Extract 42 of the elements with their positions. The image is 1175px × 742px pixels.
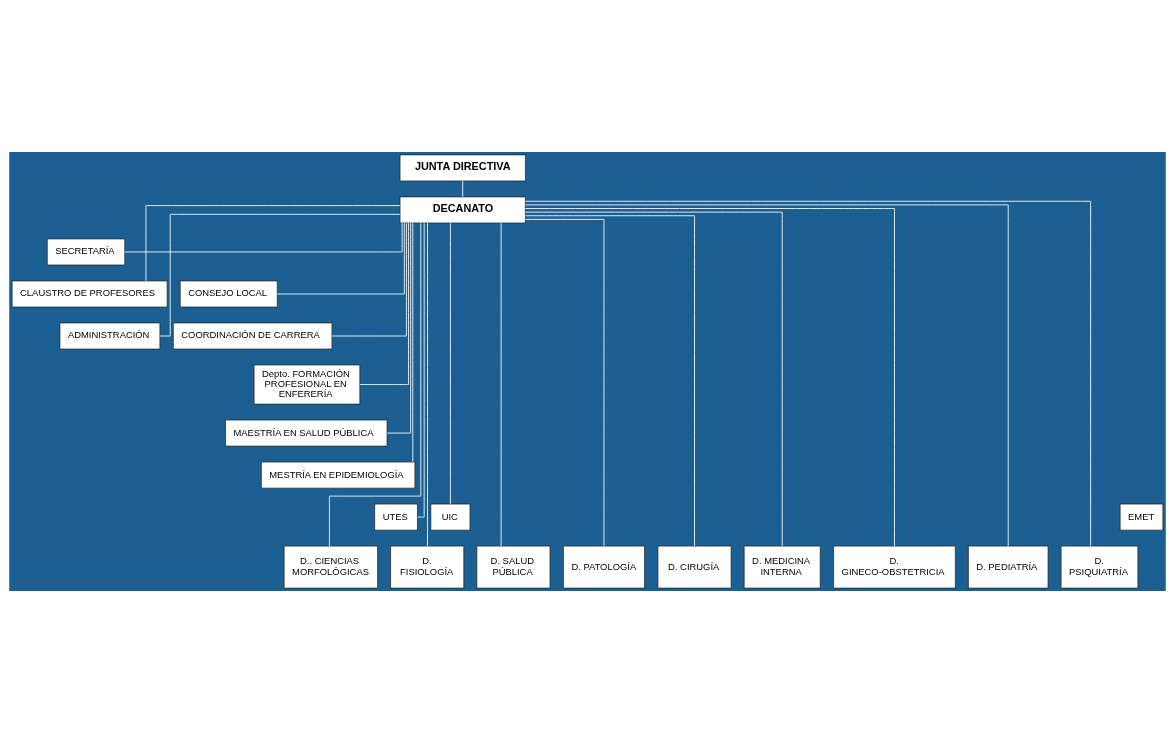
node-box: D. GINECO-OBSTETRICIA (833, 545, 956, 588)
node-box: UIC (430, 503, 471, 530)
node-box: JUNTA DIRECTIVA (399, 154, 526, 181)
connector (525, 207, 895, 546)
connector (331, 222, 407, 336)
node-box: D. CIRUGÍA (657, 545, 732, 588)
connector (525, 200, 1092, 546)
connector (159, 213, 401, 336)
connector (417, 222, 425, 518)
node-box: D. FISIOLOGÍA (390, 545, 465, 588)
connector (525, 214, 695, 546)
connector (525, 211, 783, 546)
connector (359, 222, 409, 385)
connector (145, 204, 401, 281)
node-box: D. PATOLOGÍA (563, 545, 645, 588)
node-box: CONSEJO LOCAL (179, 280, 278, 307)
connector (500, 222, 502, 546)
node-box: D. PSIQUIATRÍA (1060, 545, 1139, 588)
node-box: MAESTRÍA EN SALUD PÚBLICA (225, 419, 388, 446)
connector (449, 222, 451, 504)
connector (525, 218, 605, 546)
connector (412, 222, 414, 462)
node-box: CLAUSTRO DE PROFESORES (11, 280, 168, 307)
connector (124, 222, 403, 252)
node-box: D.. CIENCIAS MORFOLÓGICAS (283, 545, 378, 588)
connector (329, 222, 422, 546)
node-box: MESTRÍA EN EPIDEMIOLOGÍA (260, 461, 416, 488)
node-box: UTES (374, 503, 418, 530)
node-box: Depto. FORMACIÓN PROFESIONAL EN ENFERERÍA (253, 364, 361, 404)
connector (276, 222, 405, 294)
node-box: SECRETARÍA (46, 238, 126, 265)
node-box: COORDINACIÓN DE CARRERA (172, 322, 333, 349)
node-box: DECANATO (399, 196, 526, 223)
connector (462, 180, 464, 197)
connector (427, 222, 428, 546)
node-box: D. MEDICINA INTERNA (743, 545, 821, 588)
connector (386, 222, 412, 433)
connector (525, 203, 1009, 546)
node-box: EMET (1119, 503, 1164, 530)
node-box: D. SALUD PÚBLICA (476, 545, 551, 588)
node-box: ADMINISTRACIÓN (59, 322, 161, 349)
node-box: D. PEDIATRÍA (968, 545, 1049, 588)
